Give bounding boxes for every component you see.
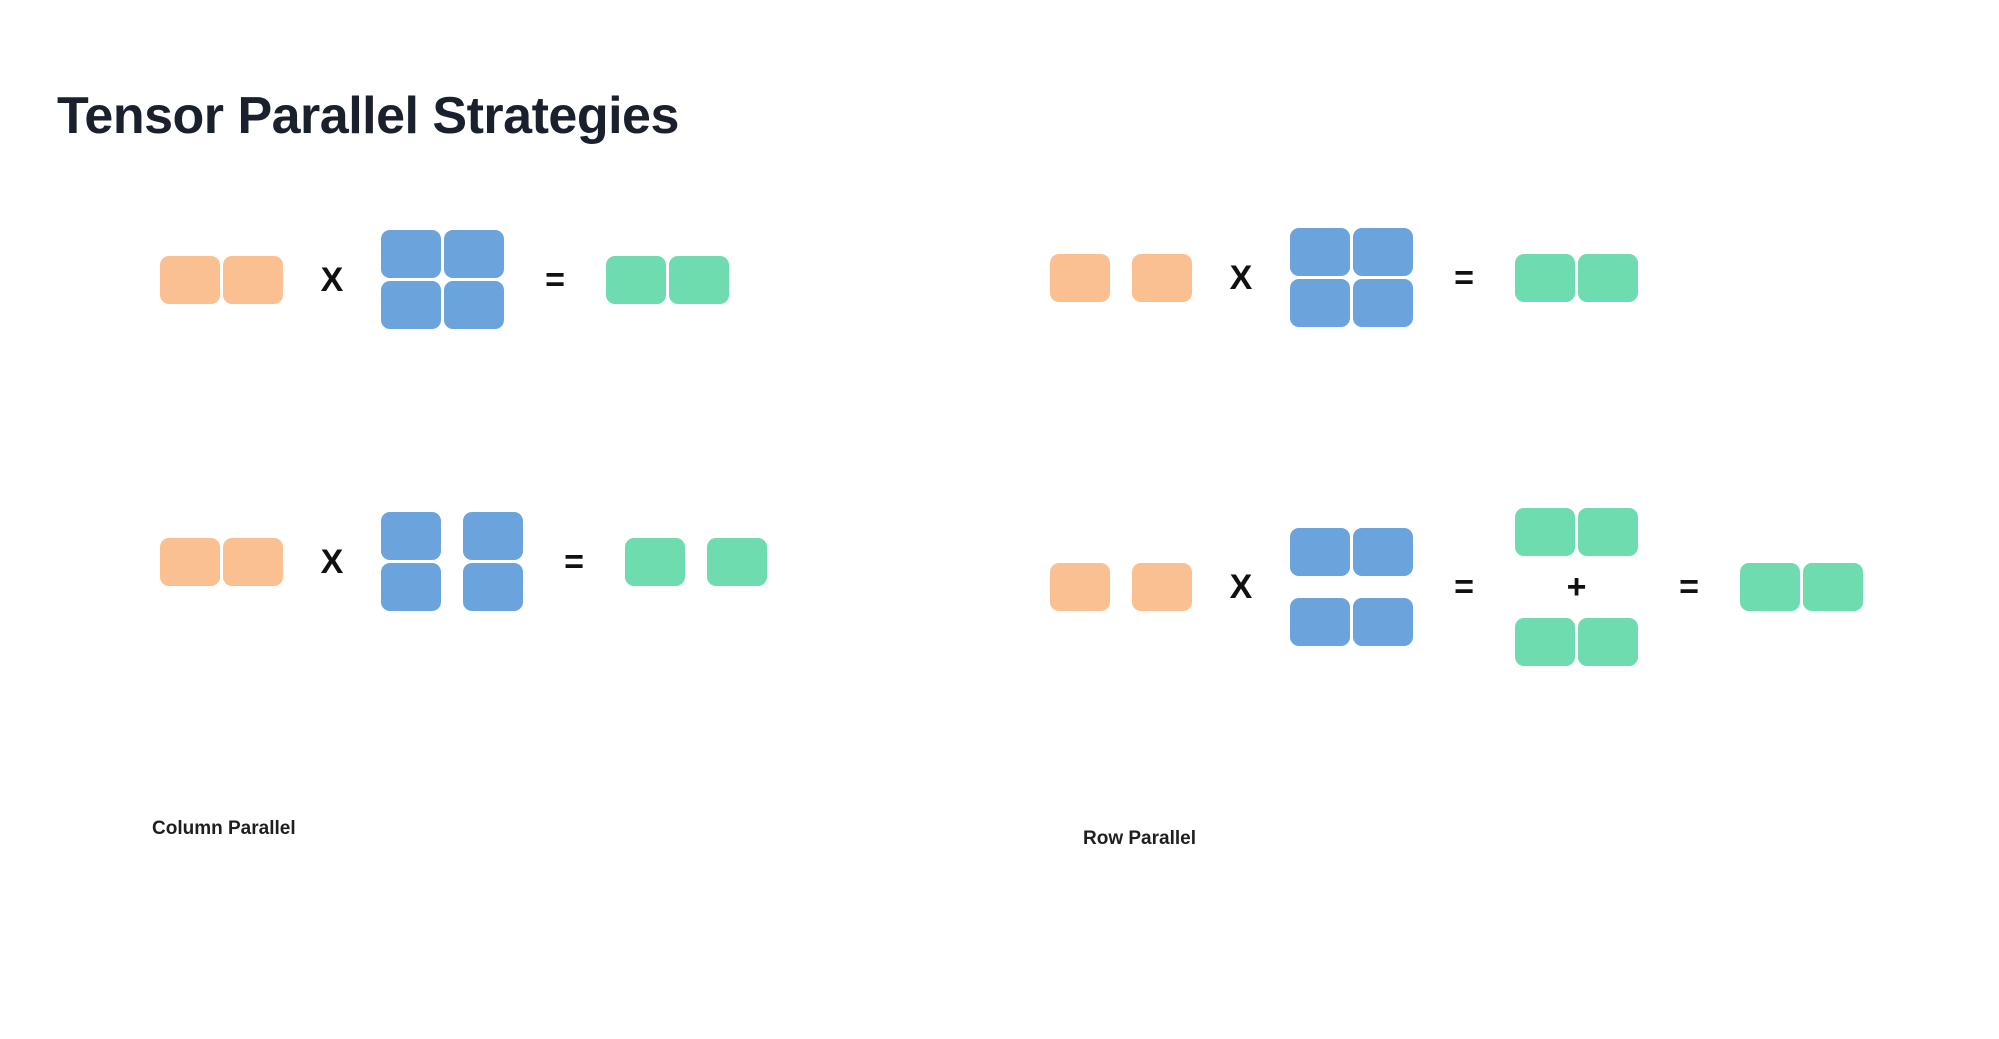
blue-block-shard-0 [1290, 528, 1350, 576]
column-split-gap [685, 538, 707, 586]
weight-matrix-blue-column-split [381, 512, 523, 611]
panel-row-parallel: X = [1020, 190, 1960, 850]
blue-block-shard-0 [381, 563, 441, 611]
blue-block-shard-0 [1353, 528, 1413, 576]
column-split-gap [1110, 254, 1132, 302]
column-split-gap [441, 512, 463, 560]
green-block [1515, 253, 1575, 302]
equals-operator-icon: = [1454, 258, 1474, 297]
multiply-operator-icon: X [1229, 258, 1253, 297]
orange-block-shard-0 [1050, 563, 1110, 611]
blue-block-shard-1 [1290, 598, 1350, 646]
output-matrix-green [1515, 253, 1638, 302]
blue-block [381, 230, 441, 278]
green-block [1803, 563, 1863, 611]
orange-block-shard-1 [1132, 253, 1192, 302]
orange-block [160, 537, 220, 586]
blue-block [1353, 228, 1413, 276]
orange-block-shard-0 [1050, 253, 1110, 302]
row-parallel-unsharded-equation: X = [1050, 228, 1638, 327]
blue-block [444, 281, 504, 329]
column-split-gap [1110, 563, 1132, 611]
blue-block [1353, 279, 1413, 327]
blue-block [381, 281, 441, 329]
blue-block-shard-1 [463, 512, 523, 560]
caption-row-parallel: Row Parallel [1083, 828, 1196, 849]
partial-sum-stack: + [1515, 508, 1638, 666]
multiply-operator-icon: X [320, 542, 344, 581]
multiply-operator-icon: X [320, 260, 344, 299]
orange-block [160, 255, 220, 304]
green-block [1515, 618, 1575, 666]
blue-block [444, 230, 504, 278]
green-block [606, 255, 666, 304]
orange-block [223, 255, 283, 304]
output-matrix-green-column-split [625, 537, 767, 586]
row-parallel-sharded-equation: X = + [1050, 508, 1863, 666]
blue-block-shard-0 [381, 512, 441, 560]
column-parallel-sharded-equation: X = [160, 512, 767, 611]
column-split-gap [441, 563, 463, 611]
equals-operator-icon: = [545, 260, 565, 299]
partial-output-matrix-green-0 [1515, 508, 1638, 556]
output-matrix-green [606, 255, 729, 304]
input-matrix-orange [160, 537, 283, 586]
green-block [1578, 253, 1638, 302]
green-block [1578, 508, 1638, 556]
blue-block-shard-1 [1353, 598, 1413, 646]
equals-operator-icon: = [564, 542, 584, 581]
blue-block-shard-1 [463, 563, 523, 611]
green-block [669, 255, 729, 304]
output-matrix-green-reduced [1740, 563, 1863, 611]
column-parallel-unsharded-equation: X = [160, 230, 729, 329]
input-matrix-orange-column-split [1050, 253, 1192, 302]
green-block [1740, 563, 1800, 611]
green-block [1578, 618, 1638, 666]
orange-block-shard-1 [1132, 563, 1192, 611]
green-block-shard-1 [707, 537, 767, 586]
equals-operator-icon: = [1454, 568, 1474, 606]
caption-column-parallel: Column Parallel [152, 818, 296, 839]
weight-matrix-blue [381, 230, 504, 329]
equals-operator-icon: = [1679, 568, 1699, 606]
weight-matrix-blue-row-split [1290, 528, 1413, 646]
blue-block [1290, 279, 1350, 327]
input-matrix-orange [160, 255, 283, 304]
weight-matrix-blue [1290, 228, 1413, 327]
multiply-operator-icon: X [1229, 568, 1253, 606]
input-matrix-orange-column-split [1050, 563, 1192, 611]
row-split-gap [1290, 576, 1413, 598]
partial-output-matrix-green-1 [1515, 618, 1638, 666]
plus-operator-icon: + [1566, 568, 1587, 606]
page-title: Tensor Parallel Strategies [57, 86, 679, 145]
orange-block [223, 537, 283, 586]
green-block-shard-0 [625, 537, 685, 586]
panel-column-parallel: X = [120, 190, 980, 830]
blue-block [1290, 228, 1350, 276]
green-block [1515, 508, 1575, 556]
